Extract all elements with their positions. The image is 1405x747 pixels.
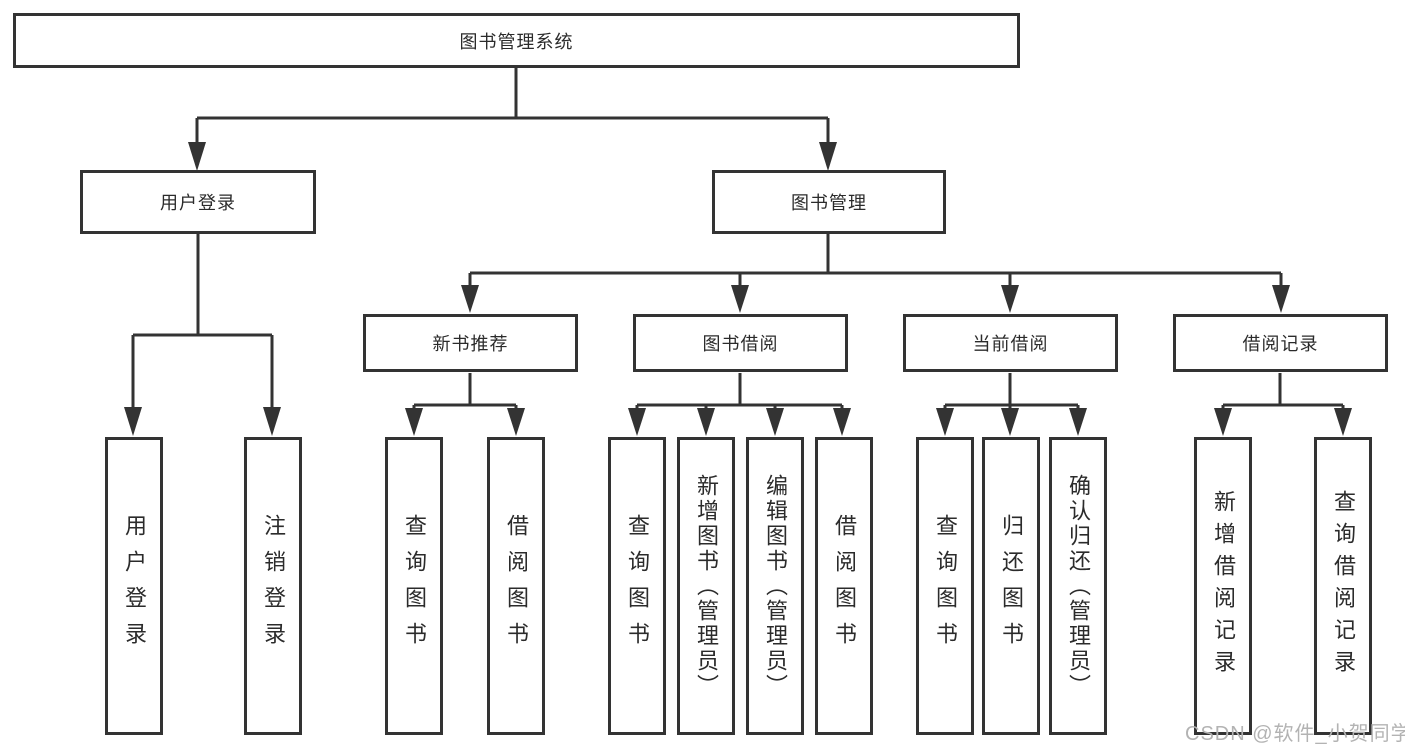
leaf-logout: 注销登录 xyxy=(244,437,302,735)
leaf-user-login-label: 用户登录 xyxy=(122,514,147,658)
connector-book-borrow-branch xyxy=(628,373,851,436)
leaf-query-book-1: 查询图书 xyxy=(385,437,443,735)
leaf-borrow-book-1: 借阅图书 xyxy=(487,437,545,735)
connector-new-book-branch xyxy=(405,373,525,436)
node-borrow-record: 借阅记录 xyxy=(1173,314,1388,372)
leaf-add-book-admin: 新增图书︵管理员︶ xyxy=(677,437,735,735)
leaf-confirm-return-admin: 确认归还︵管理员︶ xyxy=(1049,437,1107,735)
connector-root-to-level2 xyxy=(188,68,837,171)
leaf-query-borrow-record-label: 查询借阅记录 xyxy=(1331,490,1356,682)
leaf-add-book-admin-label: 新增图书︵管理员︶ xyxy=(694,473,719,699)
node-borrow-record-label: 借阅记录 xyxy=(1242,334,1319,354)
leaf-edit-book-admin-label: 编辑图书︵管理员︶ xyxy=(763,473,788,699)
leaf-borrow-book-2-label: 借阅图书 xyxy=(832,514,857,658)
leaf-borrow-book-1-label: 借阅图书 xyxy=(504,514,529,658)
connector-book-mgmt-to-level3 xyxy=(461,234,1290,313)
node-book-mgmt: 图书管理 xyxy=(712,170,946,234)
node-current-borrow: 当前借阅 xyxy=(903,314,1118,372)
node-book-mgmt-label: 图书管理 xyxy=(791,193,867,213)
connector-current-borrow-branch xyxy=(936,373,1087,436)
connector-user-login-branch xyxy=(124,234,281,436)
leaf-edit-book-admin: 编辑图书︵管理员︶ xyxy=(746,437,804,735)
node-new-book-rec-label: 新书推荐 xyxy=(432,334,509,354)
csdn-watermark: CSDN @软件_小贺同学 xyxy=(1185,723,1405,745)
node-current-borrow-label: 当前借阅 xyxy=(972,334,1049,354)
node-user-login-label: 用户登录 xyxy=(160,193,236,213)
node-root-label: 图书管理系统 xyxy=(459,31,574,52)
leaf-query-book-1-label: 查询图书 xyxy=(402,514,427,658)
leaf-logout-label: 注销登录 xyxy=(261,514,286,658)
node-book-borrow: 图书借阅 xyxy=(633,314,848,372)
leaf-return-book: 归还图书 xyxy=(982,437,1040,735)
leaf-confirm-return-admin-label: 确认归还︵管理员︶ xyxy=(1066,473,1091,699)
node-root: 图书管理系统 xyxy=(13,13,1020,68)
leaf-add-borrow-record-label: 新增借阅记录 xyxy=(1211,490,1236,682)
node-book-borrow-label: 图书借阅 xyxy=(702,334,779,354)
node-user-login: 用户登录 xyxy=(80,170,316,234)
leaf-return-book-label: 归还图书 xyxy=(999,514,1024,658)
leaf-query-book-2: 查询图书 xyxy=(608,437,666,735)
leaf-user-login: 用户登录 xyxy=(105,437,163,735)
leaf-query-book-2-label: 查询图书 xyxy=(625,514,650,658)
leaf-query-book-3-label: 查询图书 xyxy=(933,514,958,658)
leaf-query-book-3: 查询图书 xyxy=(916,437,974,735)
leaf-borrow-book-2: 借阅图书 xyxy=(815,437,873,735)
connector-borrow-record-branch xyxy=(1214,373,1352,436)
leaf-query-borrow-record: 查询借阅记录 xyxy=(1314,437,1372,735)
leaf-add-borrow-record: 新增借阅记录 xyxy=(1194,437,1252,735)
node-new-book-rec: 新书推荐 xyxy=(363,314,578,372)
